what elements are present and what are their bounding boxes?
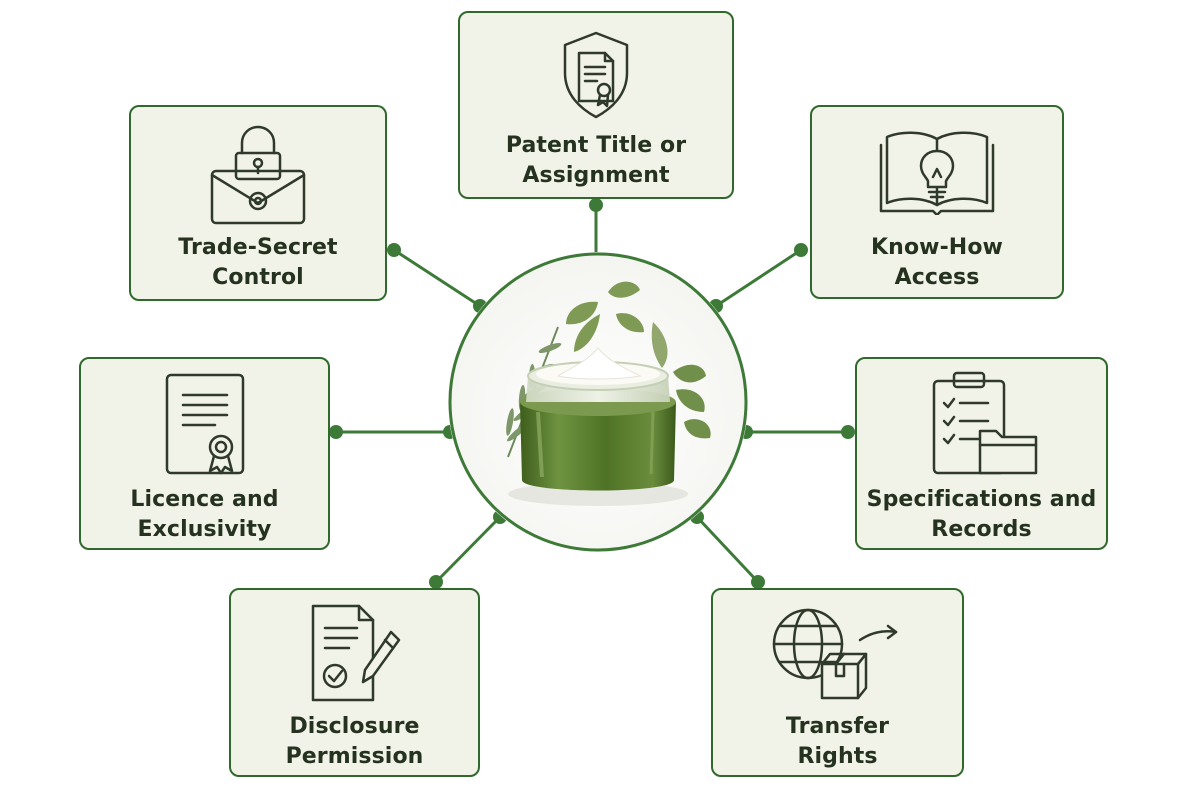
card-label-line: Specifications and <box>866 487 1097 512</box>
connector-dot <box>841 425 855 439</box>
card-patent-title[interactable]: Patent Title or Assignment <box>458 11 734 199</box>
card-label-line: Licence and <box>130 487 279 512</box>
card-label-line: Patent Title or <box>505 133 687 158</box>
connector-dot <box>329 425 343 439</box>
card-label-line: Permission <box>285 744 424 769</box>
hub-ring <box>448 252 748 552</box>
connector-disclosure <box>434 515 502 584</box>
card-disclosure[interactable]: Disclosure Permission <box>229 588 480 777</box>
card-label-line: Trade-Secret <box>178 235 338 260</box>
connector-dot <box>751 575 765 589</box>
card-label-line: Assignment <box>522 163 670 188</box>
padlock-envelope-icon <box>210 125 306 225</box>
connector-trade-secret <box>392 248 482 308</box>
card-label-line: Know-How <box>871 235 1003 260</box>
center-product-image <box>448 252 748 552</box>
card-label-line: Access <box>894 265 980 290</box>
card-label-line: Transfer <box>785 714 890 739</box>
connector-know-how <box>714 248 803 308</box>
card-specifications[interactable]: Specifications and Records <box>855 357 1108 550</box>
cream-jar-icon <box>448 252 748 552</box>
connector-dot <box>387 243 401 257</box>
connector-dot <box>794 243 808 257</box>
card-label-line: Disclosure <box>289 714 420 739</box>
connector-transfer <box>695 515 760 584</box>
card-label-line: Records <box>931 517 1032 542</box>
document-pen-icon <box>311 604 400 702</box>
card-label-line: Exclusivity <box>137 517 272 542</box>
globe-package-icon <box>772 608 897 700</box>
connector-dot <box>589 198 603 212</box>
certificate-document-icon <box>165 373 244 475</box>
card-licence[interactable]: Licence and Exclusivity <box>79 357 330 550</box>
card-transfer[interactable]: Transfer Rights <box>711 588 964 777</box>
book-lightbulb-icon <box>879 131 995 215</box>
card-trade-secret[interactable]: Trade-Secret Control <box>129 105 387 301</box>
connector-dot <box>429 575 443 589</box>
clipboard-folder-icon <box>932 371 1037 475</box>
shield-certificate-icon <box>563 31 629 119</box>
card-label-line: Rights <box>797 744 878 769</box>
card-know-how[interactable]: Know-How Access <box>810 105 1064 299</box>
card-label-line: Control <box>212 265 304 290</box>
